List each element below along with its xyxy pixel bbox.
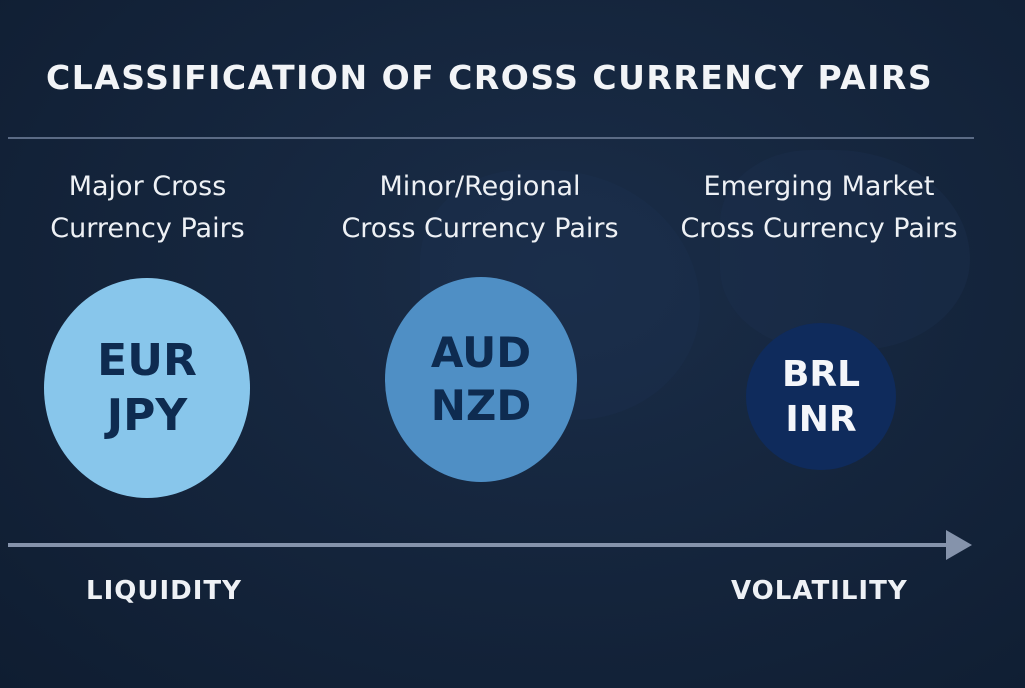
currency-code: JPY	[106, 390, 188, 441]
axis-label-volatility: VOLATILITY	[731, 576, 908, 606]
currency-code: EUR	[97, 335, 197, 386]
category-label-major: Major Cross Currency Pairs	[50, 171, 245, 244]
emerging-pair-circle: BRL INR	[746, 323, 896, 470]
currency-code: NZD	[430, 380, 532, 430]
major-pair-circle: EUR JPY	[44, 278, 250, 498]
world-map-background	[720, 150, 970, 350]
currency-code: INR	[785, 398, 857, 440]
category-label-emerging: Emerging Market Cross Currency Pairs	[680, 171, 958, 244]
page-title: CLASSIFICATION OF CROSS CURRENCY PAIRS	[46, 58, 934, 97]
minor-pair-circle: AUD NZD	[385, 277, 577, 482]
currency-code: AUD	[430, 328, 532, 377]
category-label-minor: Minor/Regional Cross Currency Pairs	[341, 171, 619, 244]
spectrum-axis-line	[8, 543, 954, 547]
title-divider	[8, 137, 974, 139]
arrow-right-icon	[946, 530, 972, 560]
axis-label-liquidity: LIQUIDITY	[86, 576, 242, 606]
currency-code: BRL	[781, 353, 861, 395]
